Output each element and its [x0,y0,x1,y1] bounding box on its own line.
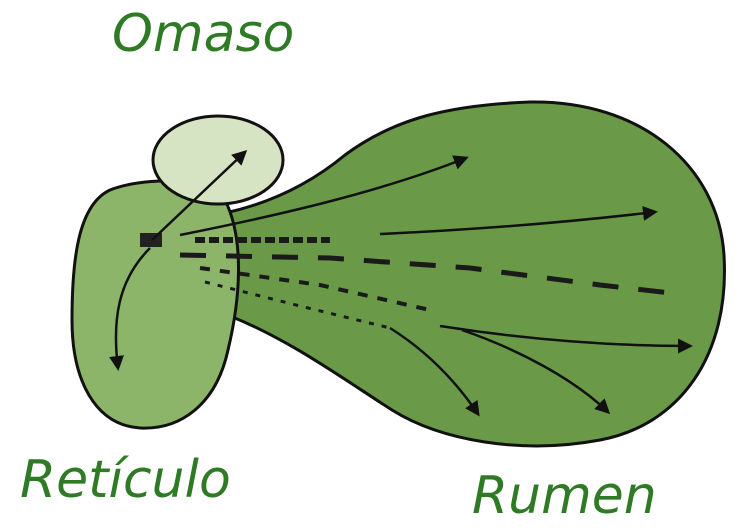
rumen-chamber [225,102,724,446]
label-reticulo: Retículo [20,454,231,506]
omaso-chamber [153,116,283,204]
label-omaso: Omaso [112,8,294,60]
reticulo-chamber [72,181,239,428]
label-rumen: Rumen [472,470,657,522]
